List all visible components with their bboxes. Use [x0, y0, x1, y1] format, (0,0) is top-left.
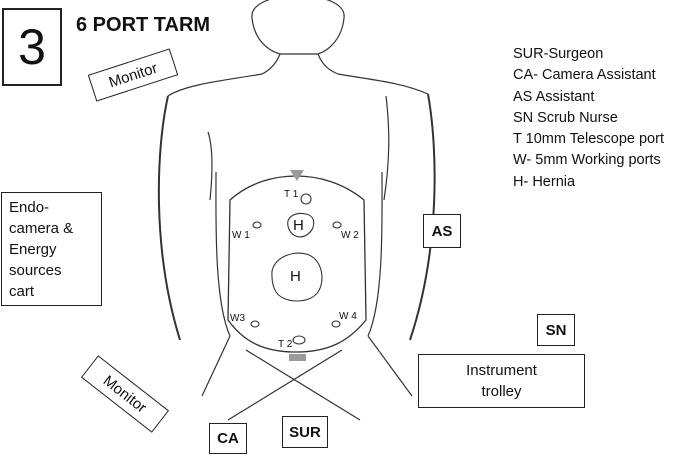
port-w3-circle — [250, 320, 260, 328]
xiphoid-marker — [290, 170, 304, 181]
legend-item: SN Scrub Nurse — [513, 109, 618, 126]
hernia-upper-outline — [287, 212, 315, 238]
legend: SUR-Surgeon CA- Camera Assistant AS Assi… — [513, 44, 664, 193]
port-t1-label: T 1 — [284, 189, 299, 200]
endo-cart-line: sources — [9, 262, 62, 279]
endo-cart-line: camera & — [9, 220, 74, 237]
assistant-label: AS — [431, 222, 453, 240]
port-t2-label: T 2 — [278, 339, 293, 350]
right-arm-inner — [383, 95, 390, 201]
surgeon-label: SUR — [289, 423, 321, 441]
instrument-trolley-line: Instrument — [466, 362, 537, 379]
neck-right — [317, 53, 339, 75]
left-torso-side — [215, 171, 231, 337]
endo-cart-line: cart — [9, 283, 35, 300]
port-t2-circle — [292, 335, 306, 345]
port-t1-circle — [300, 193, 312, 205]
left-arm-inner — [207, 131, 213, 201]
leg-cross-left — [227, 349, 343, 421]
hernia-upper-label: H — [293, 217, 304, 234]
legend-item: AS Assistant — [513, 88, 595, 105]
figure-number-box: 3 — [2, 8, 62, 86]
scrub-nurse-label: SN — [545, 321, 567, 339]
diagram-title: 6 PORT TARM — [76, 14, 211, 36]
port-w2-circle — [332, 221, 342, 229]
right-thigh — [367, 335, 413, 397]
scrub-nurse-box: SN — [537, 314, 575, 346]
left-shoulder — [167, 73, 263, 97]
camera-assistant-label: CA — [217, 430, 239, 447]
neck-left — [261, 53, 281, 75]
instrument-trolley-box: Instrument trolley — [418, 354, 585, 408]
leg-cross-right — [245, 349, 361, 421]
right-torso-side — [367, 171, 383, 337]
port-w1-circle — [252, 221, 262, 229]
left-thigh — [201, 335, 231, 397]
surgeon-box: SUR — [282, 416, 328, 448]
operative-field — [227, 175, 367, 353]
port-w4-circle — [331, 320, 341, 328]
camera-assistant-box: CA — [209, 423, 247, 454]
pubic-marker — [289, 354, 306, 361]
endo-cart-line: Endo- — [9, 199, 50, 216]
figure-number: 3 — [18, 19, 46, 75]
port-w4-label: W 4 — [339, 311, 357, 322]
endo-camera-cart-box: Endo- camera & Energy sources cart — [1, 192, 102, 306]
head-outline — [251, 0, 345, 55]
port-w2-label: W 2 — [341, 230, 359, 241]
legend-item: CA- Camera Assistant — [513, 67, 656, 84]
hernia-lower-label: H — [290, 268, 301, 285]
legend-item: T 10mm Telescope port — [513, 131, 664, 148]
right-arm-outer — [409, 93, 436, 341]
instrument-trolley-line: trolley — [481, 383, 522, 400]
port-w3-label: W3 — [230, 313, 245, 324]
port-w1-label: W 1 — [232, 230, 250, 241]
assistant-box: AS — [423, 214, 461, 248]
hernia-lower-outline — [271, 252, 323, 302]
left-arm-outer — [157, 95, 181, 341]
legend-item: H- Hernia — [513, 173, 576, 190]
legend-item: W- 5mm Working ports — [513, 152, 661, 169]
endo-cart-line: Energy — [9, 241, 57, 258]
right-shoulder — [337, 73, 429, 95]
legend-item: SUR-Surgeon — [513, 46, 604, 62]
